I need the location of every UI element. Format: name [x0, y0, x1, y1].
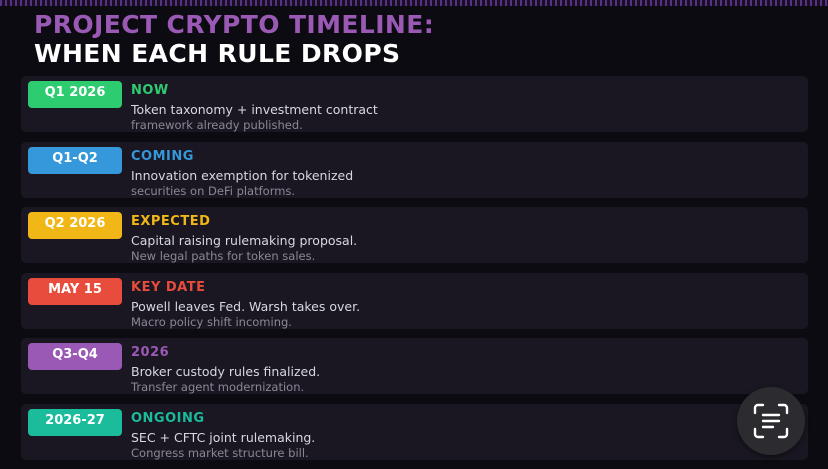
timeline-status-label: COMING	[131, 148, 194, 164]
timeline-list: Q1 2026 NOW Token taxonomy + investment …	[21, 76, 808, 469]
timeline-row: Q1-Q2 COMING Innovation exemption for to…	[21, 141, 808, 198]
timeline-text: ONGOING SEC + CFTC joint rulemaking. Con…	[131, 411, 798, 460]
timeline-date-badge: 2026-27	[28, 408, 122, 436]
timeline-status-label: EXPECTED	[131, 214, 211, 229]
timeline-text: NOW Token taxonomy + investment contract…	[131, 83, 798, 132]
timeline-row: Q3-Q4 2026 Broker custody rules finalize…	[21, 338, 808, 394]
timeline-date-badge: Q3-Q4	[28, 343, 122, 370]
timeline-date-badge: Q1 2026	[28, 81, 122, 108]
timeline-description: Token taxonomy + investment contract	[131, 102, 378, 117]
timeline-row: 2026-27 ONGOING SEC + CFTC joint rulemak…	[21, 403, 808, 460]
title-line-1: PROJECT CRYPTO TIMELINE:	[34, 10, 435, 39]
timeline-status-label: 2026	[131, 345, 170, 360]
timeline-text: COMING Innovation exemption for tokenize…	[131, 149, 798, 198]
timeline-date-badge: Q1-Q2	[28, 146, 122, 174]
timeline-status-label: KEY DATE	[131, 279, 206, 295]
timeline-description: Capital raising rulemaking proposal.	[131, 233, 358, 248]
timeline-detail: framework already published.	[131, 118, 303, 132]
timeline-row: Q2 2026 EXPECTED Capital raising rulemak…	[21, 207, 808, 263]
timeline-text: EXPECTED Capital raising rulemaking prop…	[131, 214, 798, 263]
timeline-description: Powell leaves Fed. Warsh takes over.	[131, 298, 361, 314]
document-scan-icon	[753, 403, 789, 439]
timeline-detail: Transfer agent modernization.	[131, 380, 305, 394]
scan-text-button[interactable]	[737, 387, 805, 455]
timeline-row: MAY 15 KEY DATE Powell leaves Fed. Warsh…	[21, 272, 808, 329]
timeline-detail: Congress market structure bill.	[131, 445, 309, 460]
timeline-detail: New legal paths for token sales.	[131, 249, 316, 263]
timeline-text: KEY DATE Powell leaves Fed. Warsh takes …	[131, 280, 798, 329]
timeline-description: Broker custody rules finalized.	[131, 364, 321, 379]
timeline-row: Q1 2026 NOW Token taxonomy + investment …	[21, 76, 808, 132]
timeline-description: Innovation exemption for tokenized	[131, 167, 354, 183]
timeline-text: 2026 Broker custody rules finalized. Tra…	[131, 345, 798, 394]
timeline-status-label: NOW	[131, 83, 169, 98]
timeline-description: SEC + CFTC joint rulemaking.	[131, 429, 316, 445]
timeline-status-label: ONGOING	[131, 410, 205, 426]
timeline-detail: Macro policy shift incoming.	[131, 314, 292, 329]
title-line-2: WHEN EACH RULE DROPS	[34, 39, 401, 68]
timeline-detail: securities on DeFi platforms.	[131, 183, 296, 198]
timeline-date-badge: Q2 2026	[28, 212, 122, 239]
timeline-date-badge: MAY 15	[28, 277, 122, 305]
page-title: PROJECT CRYPTO TIMELINE: WHEN EACH RULE …	[34, 10, 434, 68]
top-decorative-strip	[0, 0, 828, 6]
